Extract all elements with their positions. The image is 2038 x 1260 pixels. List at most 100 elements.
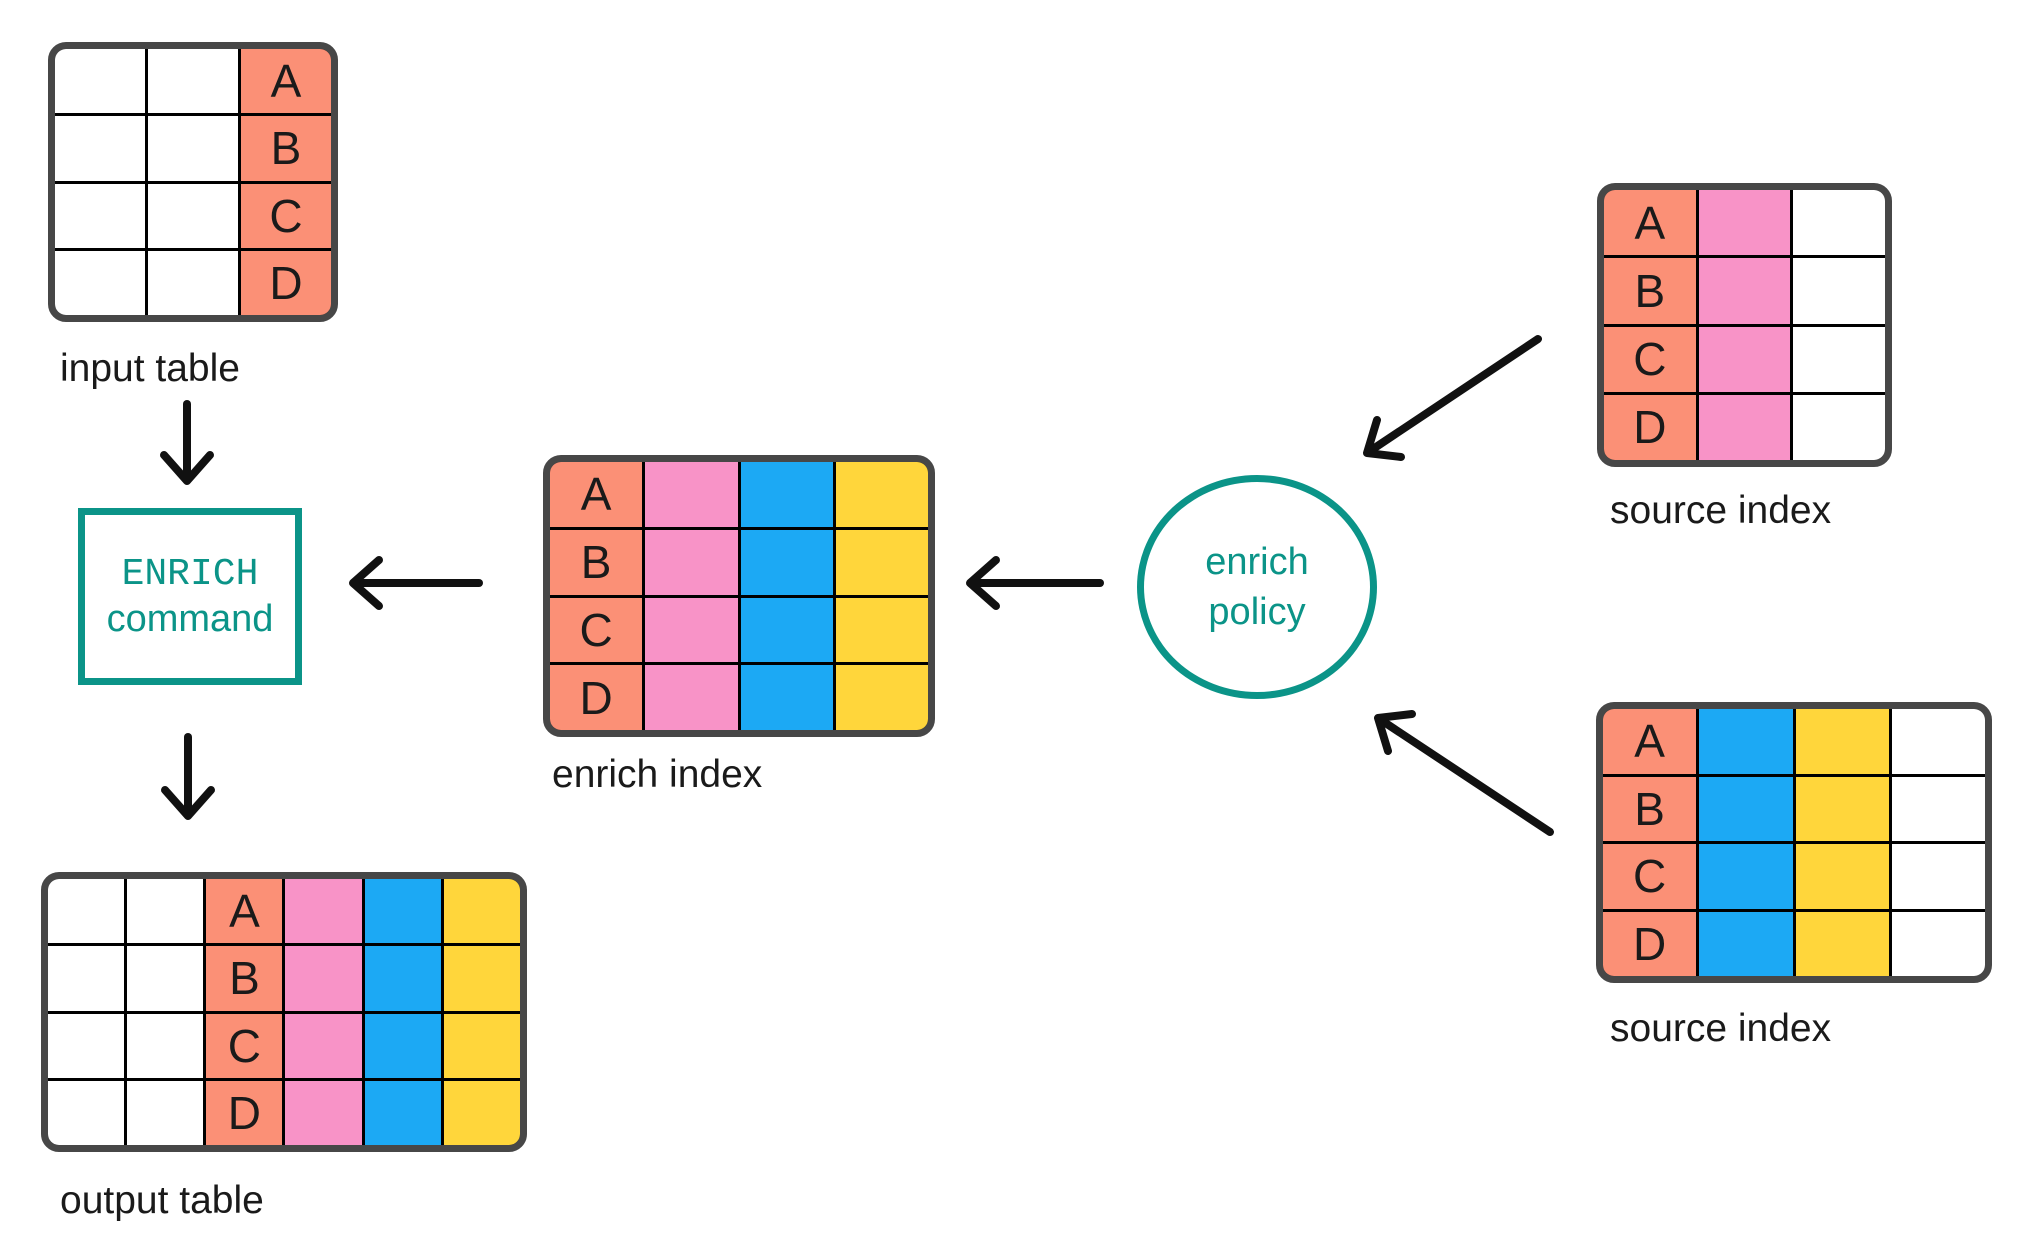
- table-cell: [127, 1013, 204, 1078]
- key-cell: C: [241, 183, 331, 248]
- output-table-caption: output table: [60, 1179, 264, 1222]
- table-cell: [1699, 844, 1793, 909]
- key-cell: D: [1604, 394, 1696, 460]
- table-cell: [48, 1080, 125, 1145]
- table-cell: [1795, 709, 1889, 774]
- key-cell: A: [1604, 190, 1696, 256]
- table-cell: [645, 462, 738, 527]
- table-cell: [127, 879, 204, 944]
- table-cell: [148, 250, 238, 315]
- table-cell: [1698, 326, 1791, 392]
- table-cell: [1795, 911, 1889, 976]
- table-cell: [55, 250, 145, 315]
- table-cell: [645, 665, 738, 730]
- key-cell: C: [206, 1013, 283, 1078]
- table-cell: [285, 1080, 362, 1145]
- key-cell: C: [1604, 326, 1696, 392]
- table-cell: [1698, 190, 1791, 256]
- table-cell: [1891, 709, 1985, 774]
- key-cell: D: [1603, 911, 1697, 976]
- table-cell: [1699, 911, 1793, 976]
- key-cell: B: [1604, 258, 1696, 324]
- table-cell: [1698, 258, 1791, 324]
- enrich-index-caption: enrich index: [552, 753, 763, 796]
- table-cell: [127, 946, 204, 1011]
- table-cell: [364, 946, 441, 1011]
- key-cell: D: [206, 1080, 283, 1145]
- table-cell: [740, 529, 833, 595]
- arrow-input-to-enrich-command: [160, 400, 214, 485]
- enrich-policy-circle: enrich policy: [1137, 475, 1377, 699]
- table-cell: [48, 1013, 125, 1078]
- table-cell: [148, 49, 238, 114]
- table-cell: [285, 879, 362, 944]
- table-cell: [443, 1013, 520, 1078]
- table-cell: [740, 665, 833, 730]
- table-cell: [55, 49, 145, 114]
- table-cell: [835, 665, 928, 730]
- enrich-command-box: ENRICH command: [78, 508, 302, 685]
- table-cell: [443, 879, 520, 944]
- table-cell: [364, 1080, 441, 1145]
- table-cell: [835, 462, 928, 527]
- table-cell: [443, 946, 520, 1011]
- table-cell: [48, 879, 125, 944]
- table-cell: [740, 597, 833, 663]
- key-cell: A: [1603, 709, 1697, 774]
- arrow-enrich-index-to-command: [349, 556, 483, 610]
- table-cell: [835, 529, 928, 595]
- table-cell: [1891, 844, 1985, 909]
- table-cell: [48, 946, 125, 1011]
- table-cell: [1699, 709, 1793, 774]
- table-cell: [1891, 911, 1985, 976]
- table-cell: [285, 1013, 362, 1078]
- table-cell: [127, 1080, 204, 1145]
- table-cell: [285, 946, 362, 1011]
- key-cell: A: [241, 49, 331, 114]
- table-cell: [1793, 190, 1885, 256]
- table-cell: [55, 183, 145, 248]
- table-cell: [443, 1080, 520, 1145]
- enrich-command-word: command: [106, 597, 274, 640]
- enrich-policy-label: enrich policy: [1205, 540, 1309, 633]
- table-cell: [1699, 776, 1793, 841]
- key-cell: C: [1603, 844, 1697, 909]
- table-cell: [364, 879, 441, 944]
- key-cell: D: [550, 665, 643, 730]
- input-table-caption: input table: [60, 347, 240, 390]
- table-cell: [835, 597, 928, 663]
- key-cell: B: [1603, 776, 1697, 841]
- table-cell: [55, 116, 145, 181]
- table-cell: [645, 529, 738, 595]
- arrow-enrich-command-to-output: [161, 733, 215, 820]
- table-cell: [364, 1013, 441, 1078]
- key-cell: B: [241, 116, 331, 181]
- table-cell: [148, 183, 238, 248]
- source-index-bottom-caption: source index: [1610, 1007, 1832, 1050]
- arrow-policy-to-enrich-index: [966, 556, 1104, 610]
- key-cell: B: [550, 529, 643, 595]
- arrow-source-top-to-policy: [1363, 335, 1542, 461]
- arrow-source-bottom-to-policy: [1374, 710, 1554, 836]
- enrich-command-keyword: ENRICH: [121, 552, 259, 596]
- table-cell: [1793, 326, 1885, 392]
- table-cell: [148, 116, 238, 181]
- table-cell: [1795, 844, 1889, 909]
- table-cell: [1793, 394, 1885, 460]
- key-cell: D: [241, 250, 331, 315]
- source-index-top-caption: source index: [1610, 489, 1832, 532]
- table-cell: [645, 597, 738, 663]
- table-cell: [1698, 394, 1791, 460]
- key-cell: B: [206, 946, 283, 1011]
- key-cell: A: [550, 462, 643, 527]
- key-cell: C: [550, 597, 643, 663]
- key-cell: A: [206, 879, 283, 944]
- table-cell: [1793, 258, 1885, 324]
- table-cell: [740, 462, 833, 527]
